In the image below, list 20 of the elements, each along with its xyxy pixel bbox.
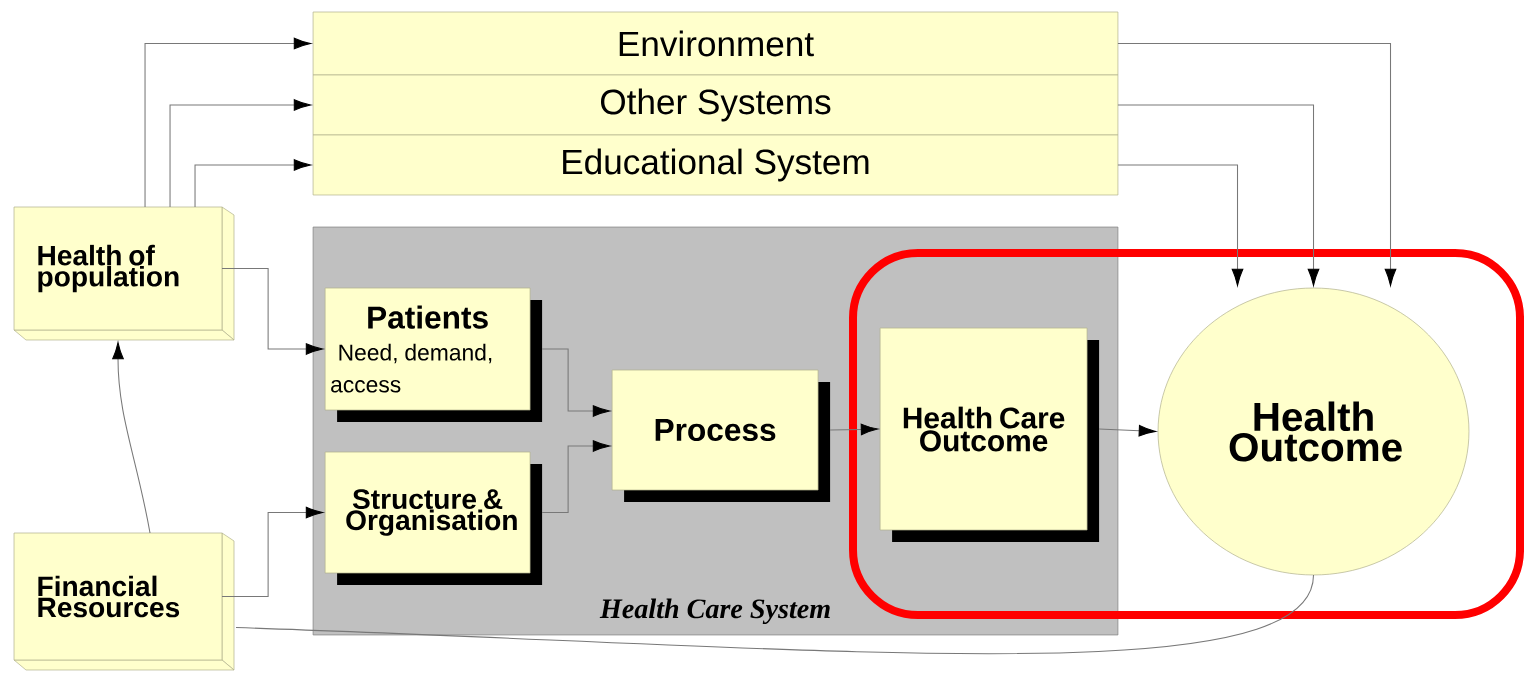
arrow	[1098, 424, 1157, 437]
arrow	[221, 267, 324, 355]
band-box: Educational System	[312, 134, 1119, 196]
arrow	[144, 37, 312, 208]
block-box: Health of population	[13, 206, 235, 341]
curved-arrow	[112, 342, 151, 534]
block-box: Financial Resources	[13, 532, 235, 671]
arrow	[221, 506, 324, 598]
band-box: Environment	[312, 11, 1119, 76]
arrow	[541, 440, 611, 514]
arrow	[829, 423, 879, 436]
curved-line	[235, 574, 1315, 655]
band-box: Other Systems	[312, 74, 1119, 136]
process-box: Health Care Outcome	[879, 327, 1100, 543]
process-box: Structure & Organisation	[324, 451, 543, 586]
arrow	[169, 99, 312, 208]
arrow	[194, 159, 312, 208]
process-box: Patients Need, demand, access	[324, 287, 543, 423]
arrow	[541, 348, 611, 417]
process-box: Process	[611, 369, 831, 503]
